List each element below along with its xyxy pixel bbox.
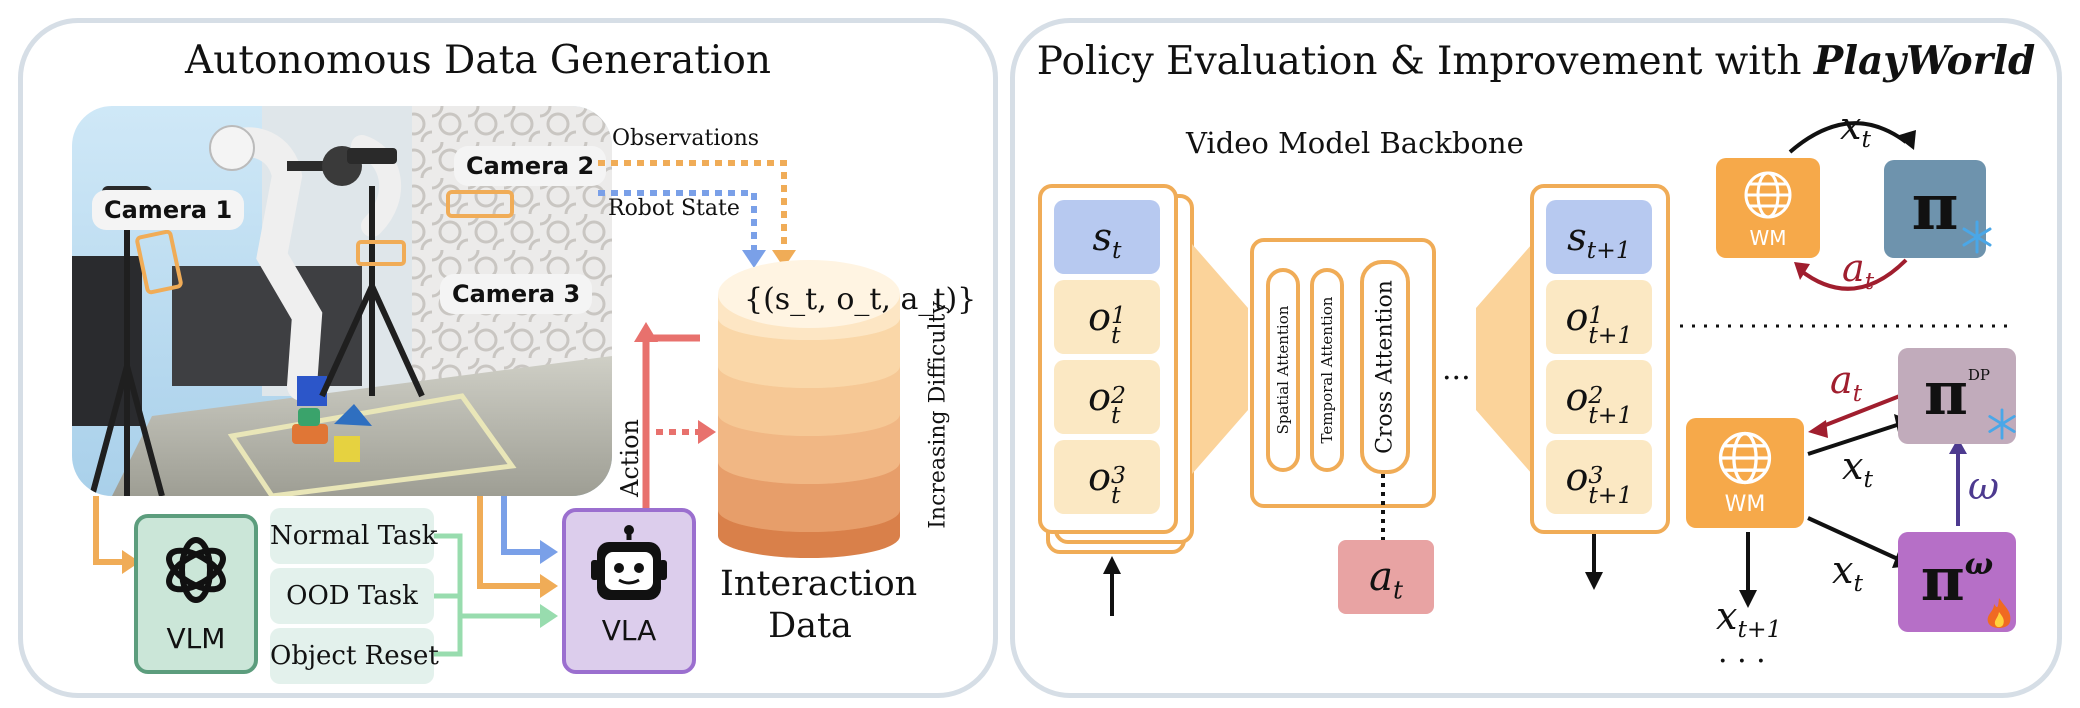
a-t-label-top: at: [1842, 246, 1875, 296]
globe-icon: [1744, 171, 1792, 219]
a-t-label-bottom: at: [1830, 358, 1863, 408]
openai-logo-icon: [166, 537, 226, 603]
camera-3-label: Camera 3: [440, 274, 593, 314]
right-panel-title: Policy Evaluation & Improvement with Pla…: [1036, 38, 2036, 84]
x-t-label-mid: xt: [1842, 444, 1873, 494]
vlm-box: VLM: [134, 514, 258, 674]
temporal-attention-layer: Temporal Attention: [1310, 268, 1344, 472]
camera-3-highlight: [356, 240, 406, 266]
interaction-database: [718, 260, 900, 558]
camera-1-label: Camera 1: [92, 190, 245, 230]
policy-omega-box: πω: [1898, 532, 2016, 632]
vlm-label: VLM: [166, 622, 226, 655]
wm-label-top: WM: [1749, 226, 1787, 250]
interaction-data-label-line1: Interaction: [720, 564, 918, 604]
world-model-box-top: WM: [1716, 158, 1820, 258]
encoder-trapezoid: [1192, 244, 1248, 474]
task-object-reset: Object Reset: [270, 628, 439, 684]
snowflake-icon: [1988, 408, 2016, 440]
globe-icon: [1718, 431, 1772, 485]
x-t-label-top: xt: [1840, 104, 1871, 154]
cross-attention-layer: Cross Attention: [1360, 260, 1410, 474]
layer-ellipsis: ...: [1442, 352, 1471, 387]
world-model-box-bottom: WM: [1686, 418, 1804, 528]
vla-label: VLA: [601, 614, 657, 647]
observations-label: Observations: [612, 126, 760, 151]
rollout-label: xt+1: [1716, 594, 1782, 644]
action-token: at: [1338, 540, 1434, 614]
robot-face-icon: [591, 525, 667, 600]
input-s-t: st: [1054, 200, 1160, 274]
action-conditioning-link: [1381, 474, 1385, 540]
decoder-trapezoid: [1476, 244, 1532, 474]
vla-box: VLA: [562, 508, 696, 674]
x-t-label-lower: xt: [1832, 548, 1863, 598]
camera-2-highlight: [446, 190, 514, 218]
snowflake-icon: [1962, 220, 1992, 254]
spatial-attention-layer: Spatial Attention: [1266, 268, 1300, 472]
robot-state-label: Robot State: [608, 196, 740, 221]
interaction-data-label-line2: Data: [768, 606, 852, 646]
task-normal: Normal Task: [270, 508, 438, 564]
output-s-t1: st+1: [1546, 200, 1652, 274]
fire-icon: [1987, 598, 2011, 628]
video-model-backbone-label: Video Model Backbone: [1186, 126, 1524, 160]
omega-label: ω: [1968, 464, 1999, 508]
database-tuple: {(s_t, o_t, a_t)}: [744, 282, 977, 317]
wm-label-bottom: WM: [1724, 492, 1766, 517]
rollout-ellipsis: · · ·: [1718, 644, 1766, 679]
task-ood: OOD Task: [270, 568, 434, 624]
left-panel-title: Autonomous Data Generation: [185, 38, 771, 83]
camera-2-label: Camera 2: [454, 146, 607, 186]
